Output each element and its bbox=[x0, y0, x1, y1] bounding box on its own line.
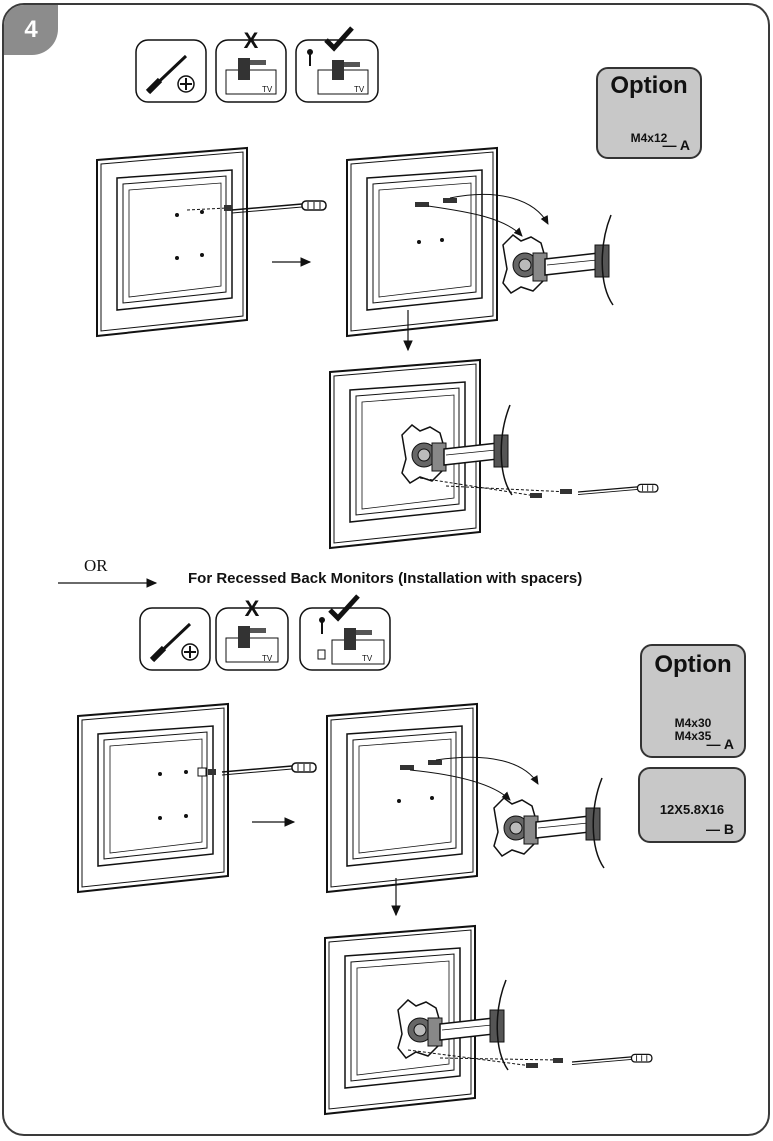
tv-label-bottom-1: TV bbox=[262, 654, 273, 663]
wrong-screw-length-icon: X bbox=[215, 28, 287, 103]
monitor-back-3 bbox=[77, 703, 229, 893]
monitor-back-4 bbox=[326, 703, 478, 893]
or-label: OR bbox=[84, 556, 108, 575]
wall-mount-bracket-3 bbox=[493, 777, 605, 869]
option-box-screws: Option M4x30 M4x35 — A bbox=[640, 644, 746, 758]
option-box-spacer: 12X5.8X16 — B bbox=[638, 767, 746, 843]
svg-text:X: X bbox=[245, 596, 260, 621]
wrong-screw-length-icon-2: X bbox=[215, 596, 289, 671]
monitor-back-2 bbox=[346, 147, 498, 337]
option-title-bottom: Option bbox=[654, 651, 732, 678]
step-number-badge: 4 bbox=[4, 5, 58, 55]
option-code-top: — A bbox=[662, 137, 690, 153]
svg-text:X: X bbox=[244, 28, 259, 53]
screwdriver-4 bbox=[571, 1053, 653, 1066]
correct-screw-length-with-spacer-icon bbox=[299, 594, 391, 671]
wall-mount-bracket-1 bbox=[502, 214, 614, 306]
screwdriver-phillips-icon bbox=[135, 39, 207, 103]
option-title-top: Option bbox=[610, 72, 688, 99]
correct-screw-length-icon bbox=[295, 26, 379, 103]
section-title-recessed: For Recessed Back Monitors (Installation… bbox=[188, 570, 583, 587]
screwdriver-phillips-icon-2 bbox=[139, 607, 211, 671]
option-code-a: — A bbox=[706, 736, 734, 752]
option-size-1: M4x30 bbox=[674, 716, 712, 730]
option-code-b: — B bbox=[706, 821, 734, 837]
spacer-size: 12X5.8X16 bbox=[659, 802, 725, 817]
tv-label-top-2: TV bbox=[354, 85, 365, 94]
page-frame bbox=[2, 3, 770, 1136]
monitor-back-1 bbox=[96, 147, 248, 337]
option-size-2: M4x35 bbox=[674, 729, 712, 743]
screwdriver-3 bbox=[221, 762, 317, 776]
tv-label-bottom-2: TV bbox=[362, 654, 373, 663]
screwdriver-2 bbox=[577, 483, 659, 496]
option-size-top: M4x12 bbox=[630, 131, 668, 145]
option-box-top: Option M4x12 — A bbox=[596, 67, 702, 159]
tv-label-top-1: TV bbox=[262, 85, 273, 94]
